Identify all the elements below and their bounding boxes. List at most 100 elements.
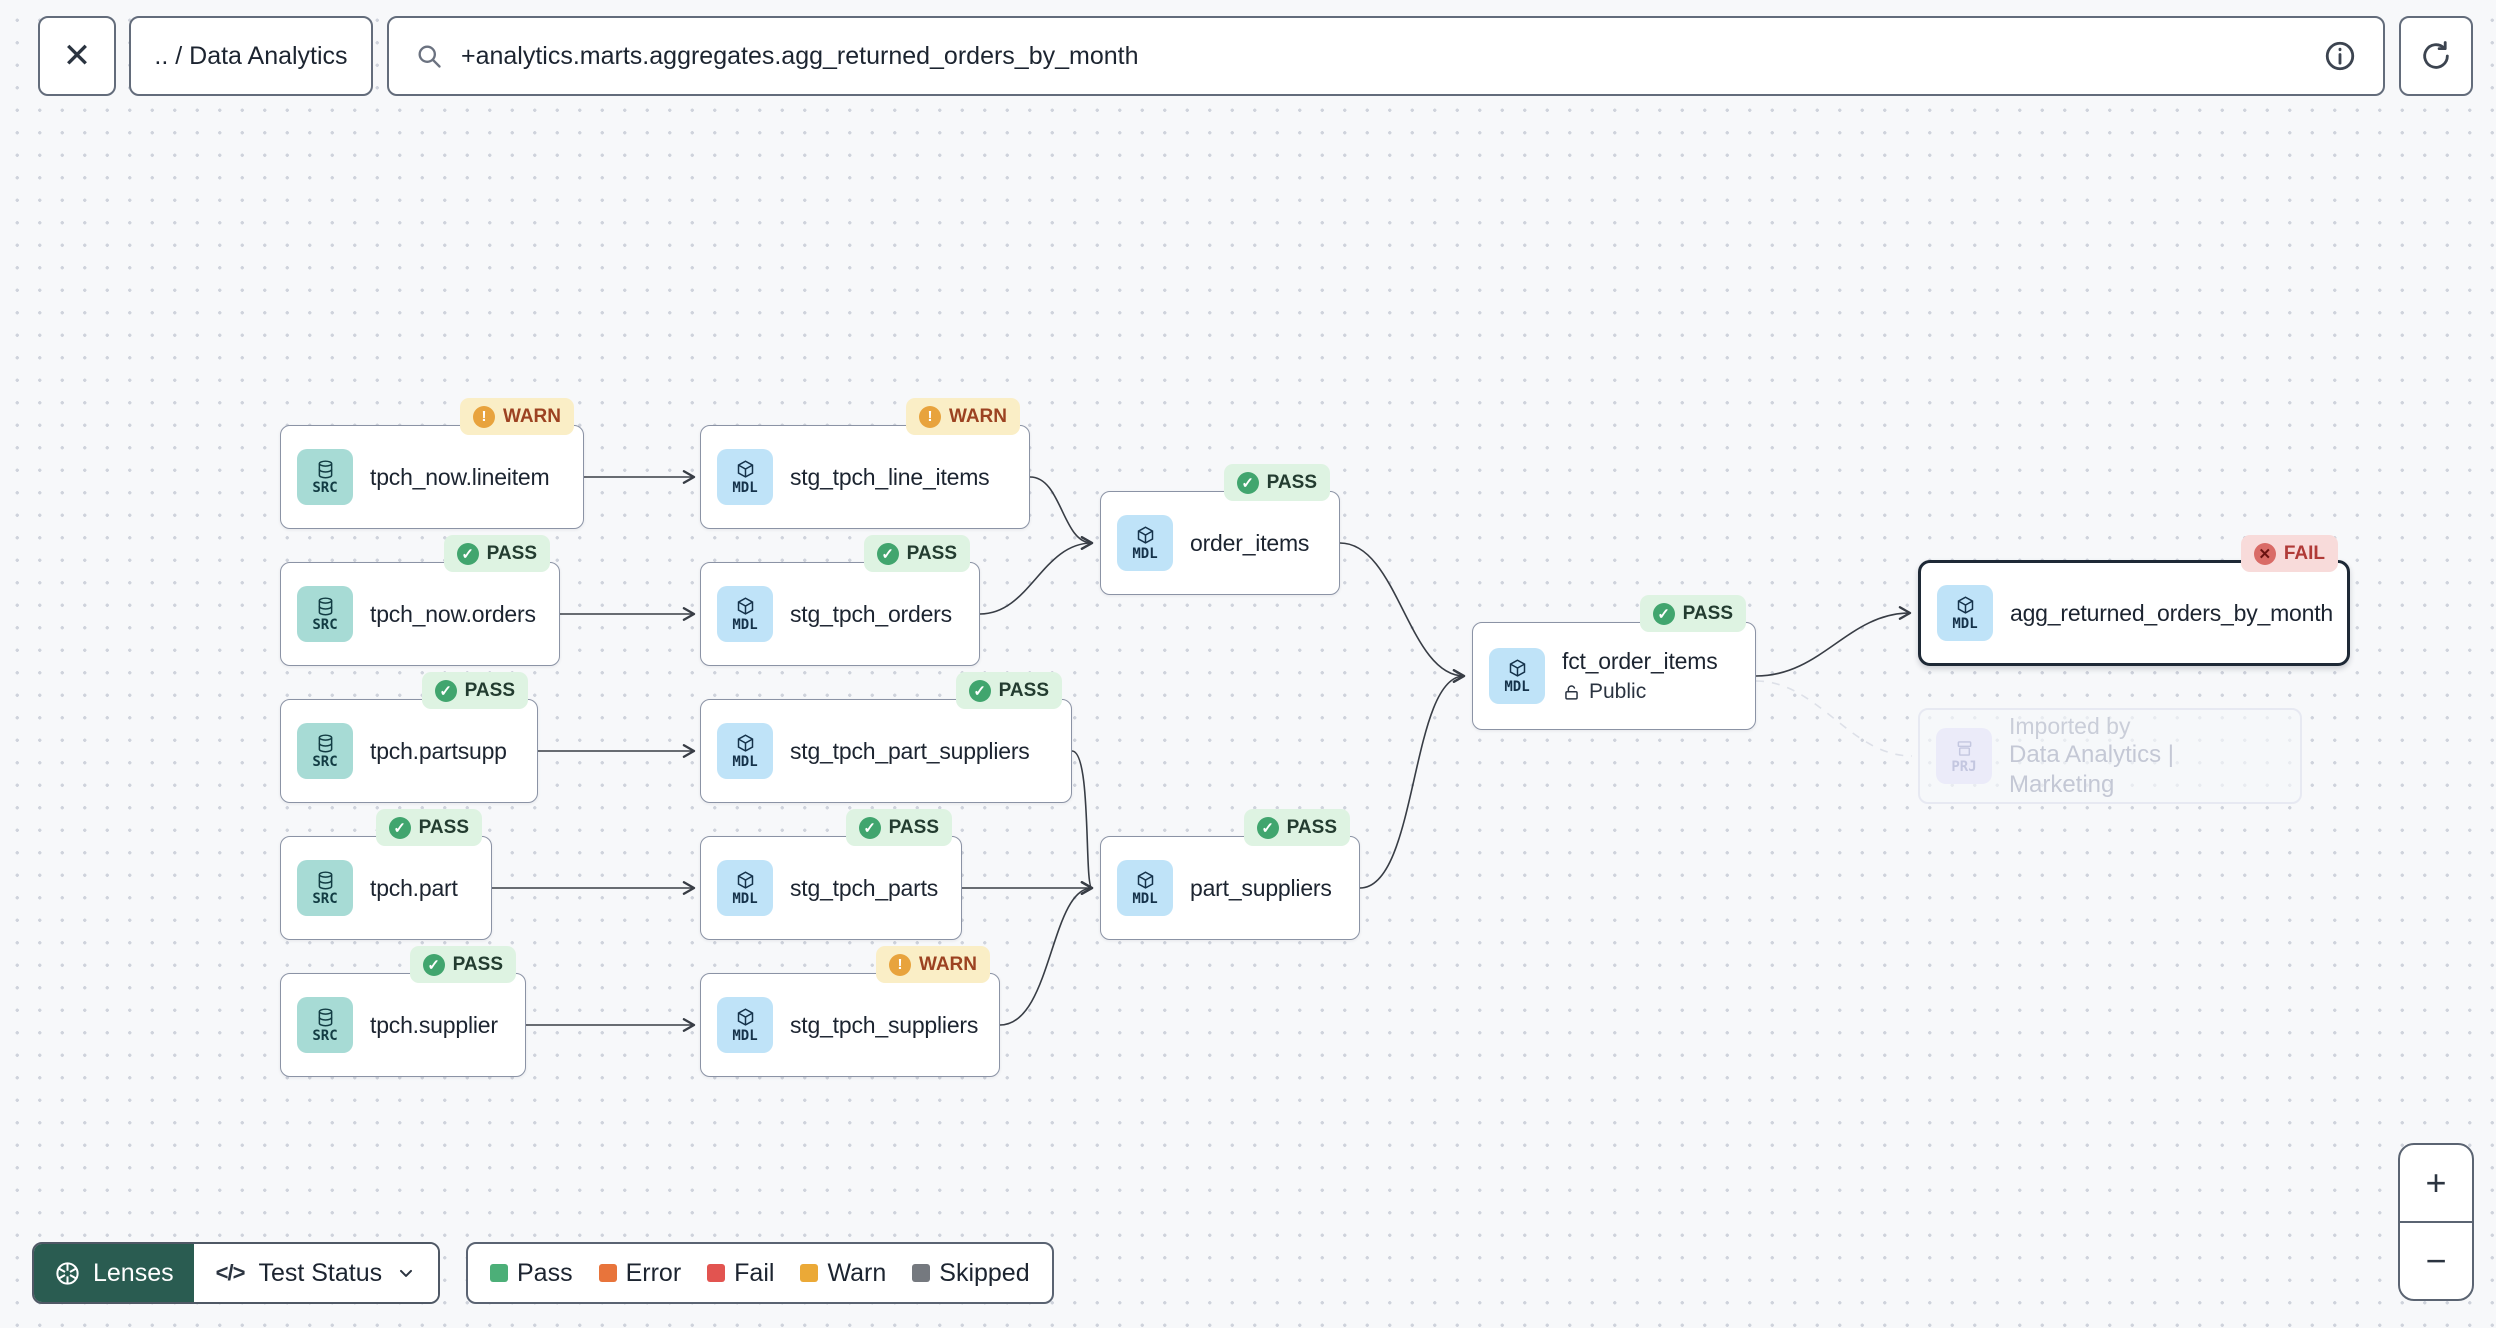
type-label: SRC xyxy=(312,754,338,770)
type-label: SRC xyxy=(312,480,338,496)
graph-node-agg_returned_orders_by_month[interactable]: ✕FAIL MDL agg_returned_orders_by_month xyxy=(1918,535,2350,666)
status-label: PASS xyxy=(1286,816,1337,838)
status-badge: !WARN xyxy=(905,398,1020,435)
lenses-button[interactable]: Lenses xyxy=(34,1244,194,1302)
aperture-icon xyxy=(56,1261,79,1285)
code-icon: </> xyxy=(215,1260,246,1285)
skipped-swatch xyxy=(912,1264,931,1282)
graph-node-fct_order_items[interactable]: ✓PASS MDL fct_order_items Public xyxy=(1472,595,1756,730)
error-swatch xyxy=(598,1264,617,1282)
node-label: agg_returned_orders_by_month xyxy=(2010,599,2334,626)
cube-icon xyxy=(737,1008,753,1026)
lens-selector[interactable]: </> Test Status xyxy=(193,1244,439,1302)
node-label: order_items xyxy=(1190,529,1310,556)
type-label: MDL xyxy=(1132,546,1158,562)
status-label: PASS xyxy=(464,679,515,701)
info-icon[interactable] xyxy=(2323,39,2357,73)
status-label: PASS xyxy=(418,816,469,838)
status-badge: !WARN xyxy=(459,398,574,435)
check-icon: ✓ xyxy=(1236,471,1259,494)
status-badge: ✓PASS xyxy=(863,535,970,572)
search-icon xyxy=(418,45,441,68)
check-icon: ✓ xyxy=(456,542,479,565)
graph-node-stg_tpch_suppliers[interactable]: !WARN MDL stg_tpch_suppliers xyxy=(700,946,1000,1077)
graph-node-part_suppliers[interactable]: ✓PASS MDL part_suppliers xyxy=(1100,809,1360,940)
node-label: tpch_now.lineitem xyxy=(370,463,550,490)
node-label: stg_tpch_orders xyxy=(790,600,952,627)
node-label: stg_tpch_line_items xyxy=(790,463,990,490)
model-type-badge: MDL xyxy=(717,997,773,1053)
project-name-label: Data Analytics | Marketing xyxy=(2009,741,2174,799)
lens-selected-label: Test Status xyxy=(258,1258,383,1287)
status-badge: ✓PASS xyxy=(1223,464,1330,501)
breadcrumb[interactable]: .. / Data Analytics xyxy=(129,16,373,96)
plus-icon: + xyxy=(2425,1162,2447,1203)
type-label: MDL xyxy=(732,754,758,770)
legend-item-pass: Pass xyxy=(490,1259,573,1288)
status-label: PASS xyxy=(906,542,957,564)
database-icon xyxy=(318,871,332,890)
status-badge: ✕FAIL xyxy=(2240,535,2338,572)
check-icon: ✓ xyxy=(1652,602,1675,625)
model-type-badge: MDL xyxy=(1117,860,1173,916)
cube-icon xyxy=(737,871,753,889)
graph-node-order_items[interactable]: ✓PASS MDL order_items xyxy=(1100,464,1340,595)
source-type-badge: SRC xyxy=(297,723,353,779)
type-label: PRJ xyxy=(1951,759,1977,775)
close-icon: ✕ xyxy=(62,37,92,75)
status-label: PASS xyxy=(486,542,537,564)
type-label: SRC xyxy=(312,1028,338,1044)
source-type-badge: SRC xyxy=(297,449,353,505)
model-type-badge: MDL xyxy=(717,449,773,505)
check-icon: ✓ xyxy=(422,953,445,976)
check-icon: ✓ xyxy=(968,679,991,702)
model-type-badge: MDL xyxy=(717,586,773,642)
refresh-button[interactable] xyxy=(2399,16,2473,96)
status-badge: ✓PASS xyxy=(409,946,516,983)
source-type-badge: SRC xyxy=(297,586,353,642)
zoom-out-button[interactable]: − xyxy=(2400,1223,2472,1299)
zoom-in-button[interactable]: + xyxy=(2400,1145,2472,1223)
warn-swatch xyxy=(800,1264,819,1282)
type-label: MDL xyxy=(732,891,758,907)
model-type-badge: MDL xyxy=(1937,585,1993,641)
graph-node-stg_tpch_line_items[interactable]: !WARN MDL stg_tpch_line_items xyxy=(700,398,1030,529)
close-button[interactable]: ✕ xyxy=(38,16,116,96)
graph-node-tpch-partsupp[interactable]: ✓PASS SRC tpch.partsupp xyxy=(280,672,538,803)
database-icon xyxy=(318,460,332,479)
database-icon xyxy=(318,734,332,753)
graph-node-tpch-part[interactable]: ✓PASS SRC tpch.part xyxy=(280,809,492,940)
search-input[interactable] xyxy=(459,40,2307,72)
legend-item-fail: Fail xyxy=(707,1259,774,1288)
cube-icon xyxy=(737,460,753,478)
status-badge: ✓ PASS xyxy=(375,809,482,846)
graph-node-stg_tpch_parts[interactable]: ✓PASS MDL stg_tpch_parts xyxy=(700,809,962,940)
pass-swatch xyxy=(490,1264,508,1282)
model-type-badge: MDL xyxy=(717,723,773,779)
legend-item-error: Error xyxy=(598,1259,681,1288)
node-label: fct_order_items xyxy=(1562,648,1718,674)
test-status-legend: Pass Error Fail Warn Skipped xyxy=(466,1242,1054,1304)
check-icon: ✓ xyxy=(388,816,411,839)
graph-node-tpch_now-lineitem[interactable]: !WARN SRC tpch_now.lineitem xyxy=(280,398,584,529)
graph-node-stg_tpch_part_suppliers[interactable]: ✓PASS MDL stg_tpch_part_suppliers xyxy=(700,672,1072,803)
access-label: Public xyxy=(1562,680,1718,704)
check-icon: ✓ xyxy=(858,816,881,839)
status-badge: ✓PASS xyxy=(955,672,1062,709)
status-label: WARN xyxy=(502,405,561,427)
status-badge: ✓PASS xyxy=(1639,595,1746,632)
type-label: SRC xyxy=(312,617,338,633)
chevron-down-icon xyxy=(400,1269,413,1277)
graph-node-tpch-supplier[interactable]: ✓PASS SRC tpch.supplier xyxy=(280,946,526,1077)
unlock-icon xyxy=(1565,684,1578,700)
node-label: tpch_now.orders xyxy=(370,600,536,627)
check-icon: ✓ xyxy=(434,679,457,702)
graph-node-tpch_now-orders[interactable]: ✓ PASS SRC tpch_now.orders xyxy=(280,535,560,666)
refresh-icon xyxy=(2423,41,2449,69)
status-label: WARN xyxy=(918,953,977,975)
type-label: MDL xyxy=(732,617,758,633)
check-icon: ✓ xyxy=(1256,816,1279,839)
cube-icon xyxy=(737,597,753,615)
type-label: MDL xyxy=(1952,616,1978,632)
graph-node-stg_tpch_orders[interactable]: ✓PASS MDL stg_tpch_orders xyxy=(700,535,980,666)
